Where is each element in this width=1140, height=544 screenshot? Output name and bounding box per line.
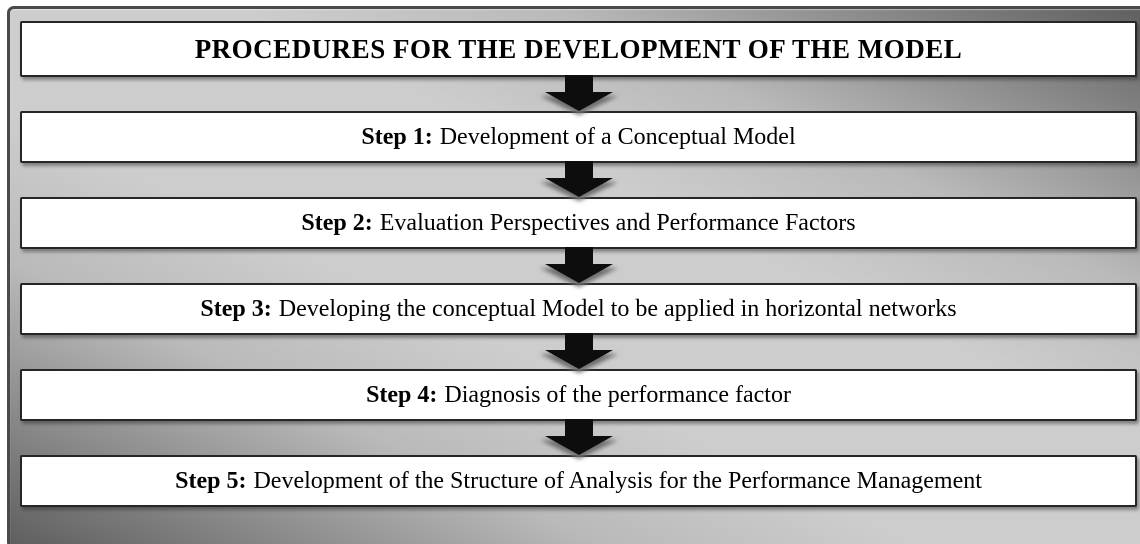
step-5-label: Step 5: <box>175 467 247 494</box>
step-2-box: Step 2: Evaluation Perspectives and Perf… <box>20 197 1137 249</box>
step-5-box: Step 5: Development of the Structure of … <box>20 455 1137 507</box>
down-arrow-icon <box>539 419 618 459</box>
step-3-text: Developing the conceptual Model to be ap… <box>278 295 957 322</box>
down-arrow-icon <box>539 247 618 287</box>
connector-row-5 <box>20 419 1137 459</box>
flowchart-title-box: PROCEDURES FOR THE DEVELOPMENT OF THE MO… <box>20 21 1137 77</box>
step-1-box: Step 1: Development of a Conceptual Mode… <box>20 111 1137 163</box>
step-3-box: Step 3: Developing the conceptual Model … <box>20 283 1137 335</box>
down-arrow-icon <box>539 333 618 373</box>
step-1-label: Step 1: <box>361 123 433 150</box>
step-5-text: Development of the Structure of Analysis… <box>253 467 982 494</box>
step-4-label: Step 4: <box>366 381 438 408</box>
connector-row-4 <box>20 333 1137 373</box>
step-4-text: Diagnosis of the performance factor <box>444 381 791 408</box>
step-1-text: Development of a Conceptual Model <box>439 123 796 150</box>
down-arrow-icon <box>539 75 618 115</box>
connector-row-2 <box>20 161 1137 201</box>
step-4-box: Step 4: Diagnosis of the performance fac… <box>20 369 1137 421</box>
connector-row-1 <box>20 75 1137 115</box>
connector-row-3 <box>20 247 1137 287</box>
step-2-label: Step 2: <box>301 209 373 236</box>
flowchart-title: PROCEDURES FOR THE DEVELOPMENT OF THE MO… <box>194 33 963 64</box>
step-3-label: Step 3: <box>200 295 272 322</box>
procedure-flowchart-frame: PROCEDURES FOR THE DEVELOPMENT OF THE MO… <box>7 6 1140 544</box>
step-2-text: Evaluation Perspectives and Performance … <box>379 209 856 236</box>
down-arrow-icon <box>539 161 618 201</box>
